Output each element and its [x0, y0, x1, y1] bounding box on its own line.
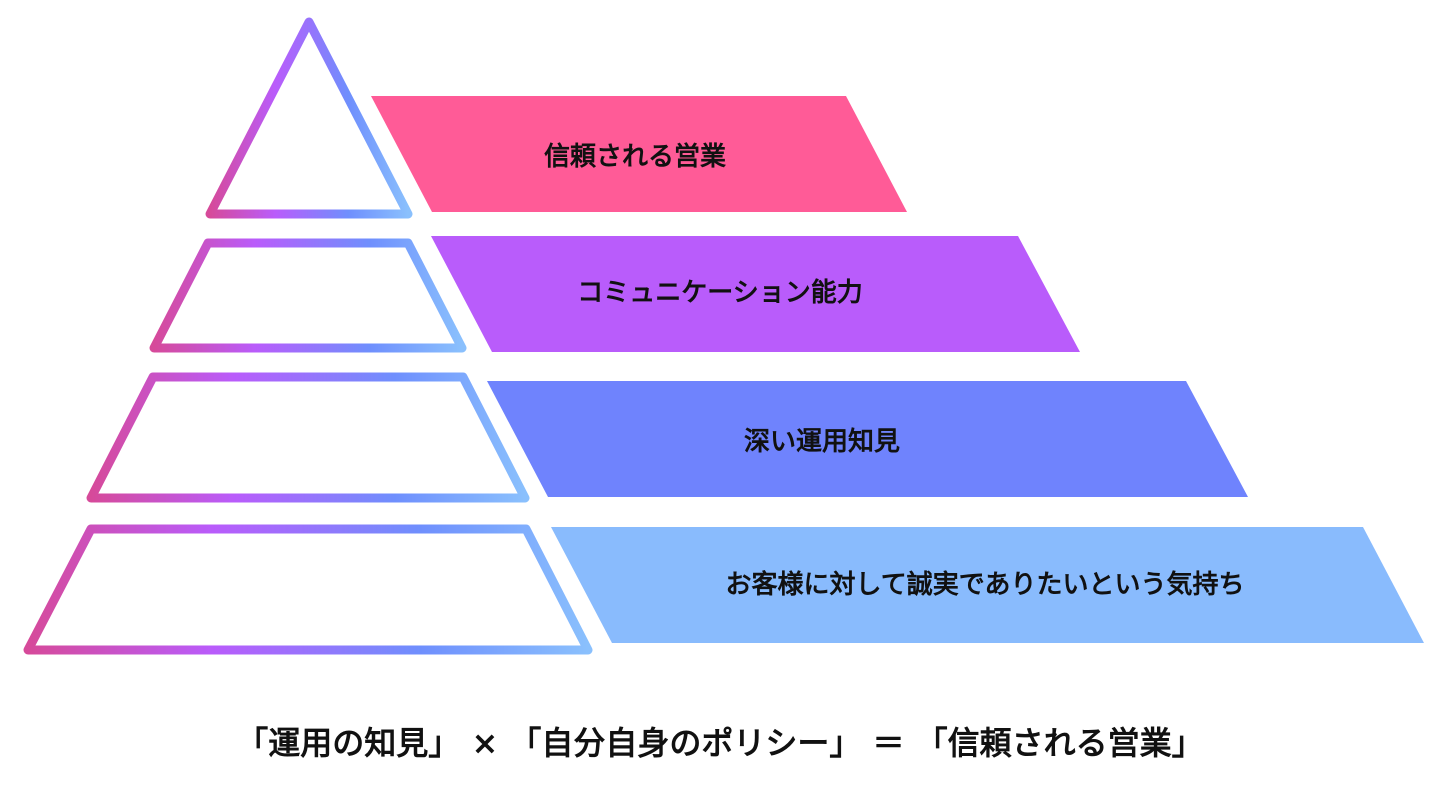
level-label-1: 信頼される営業 [544, 142, 726, 172]
level-label-2: コミュニケーション能力 [577, 277, 862, 308]
level-band-2 [431, 236, 1080, 352]
formula-caption: 「運用の知見」 × 「自分自身のポリシー」 ＝ 「信頼される営業」 [236, 724, 1203, 762]
level-band-3 [487, 381, 1248, 497]
pyramid-tier-4-outline [23, 524, 593, 655]
level-band-1 [371, 96, 907, 212]
level-label-4: お客様に対して誠実でありたいという気持ち [726, 569, 1245, 600]
pyramid-tier-1-outline [205, 17, 413, 219]
pyramid-tier-3-outline [86, 372, 530, 503]
level-label-3: 深い運用知見 [744, 427, 900, 457]
level-band-4 [551, 527, 1424, 643]
pyramid-tier-2-outline [149, 238, 467, 353]
